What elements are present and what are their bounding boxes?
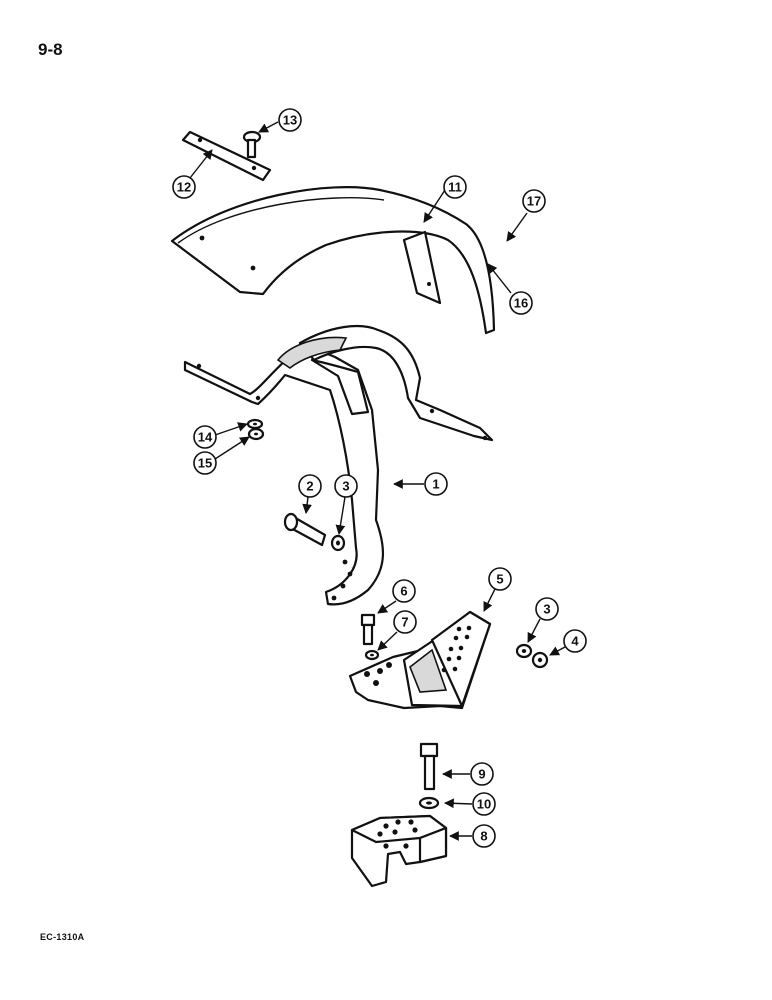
callout-3-lower: 3: [535, 597, 559, 621]
callout-1-label: 1: [432, 477, 439, 492]
callout-17: 17: [522, 189, 546, 213]
callout-14: 14: [193, 425, 217, 449]
lock-washer: [246, 418, 264, 430]
callout-4: 4: [563, 629, 587, 653]
mounting-block: [350, 814, 448, 888]
callout-15: 15: [193, 451, 217, 475]
callout-12-label: 12: [177, 180, 191, 195]
callout-10-label: 10: [477, 797, 491, 812]
hex-nut: [531, 651, 549, 669]
figure-code: EC-1310A: [40, 932, 85, 942]
hex-bolt-small: [360, 613, 376, 646]
fender-support-bracket: [183, 324, 494, 606]
hex-nut-small: [247, 427, 265, 441]
callout-8: 8: [472, 824, 496, 848]
callout-10: 10: [472, 792, 496, 816]
callout-6-label: 6: [400, 584, 407, 599]
flat-washer: [330, 534, 346, 552]
callout-6: 6: [392, 579, 416, 603]
callout-3-lower-label: 3: [543, 602, 550, 617]
callout-16: 16: [509, 291, 533, 315]
mounting-bracket: [348, 610, 492, 710]
callout-13: 13: [278, 108, 302, 132]
page-number: 9-8: [38, 40, 63, 59]
callout-7-label: 7: [401, 615, 408, 630]
callout-5-label: 5: [496, 572, 503, 587]
callout-4-label: 4: [571, 634, 579, 649]
callout-1: 1: [424, 472, 448, 496]
callout-12: 12: [172, 175, 196, 199]
callout-17-label: 17: [527, 194, 541, 209]
callout-9: 9: [470, 762, 494, 786]
small-washer: [364, 649, 380, 661]
callout-5: 5: [488, 567, 512, 591]
callout-11: 11: [443, 175, 467, 199]
washer-lower: [418, 796, 440, 810]
callout-7: 7: [393, 610, 417, 634]
callout-14-label: 14: [198, 430, 213, 445]
callout-9-label: 9: [478, 767, 485, 782]
callout-2-label: 2: [306, 479, 313, 494]
carriage-bolt: [242, 130, 262, 159]
fender: [170, 186, 496, 335]
callout-11-label: 11: [448, 180, 462, 195]
callout-15-label: 15: [198, 456, 212, 471]
callout-3-upper-label: 3: [342, 479, 349, 494]
callout-3-upper: 3: [334, 474, 358, 498]
callout-8-label: 8: [480, 829, 487, 844]
callout-13-label: 13: [283, 113, 297, 128]
long-hex-bolt: [419, 742, 439, 791]
flat-washer-right: [515, 643, 533, 659]
strap-plate: [181, 130, 272, 182]
pivot-bolt: [283, 512, 327, 547]
callout-2: 2: [298, 474, 322, 498]
callout-16-label: 16: [514, 296, 528, 311]
